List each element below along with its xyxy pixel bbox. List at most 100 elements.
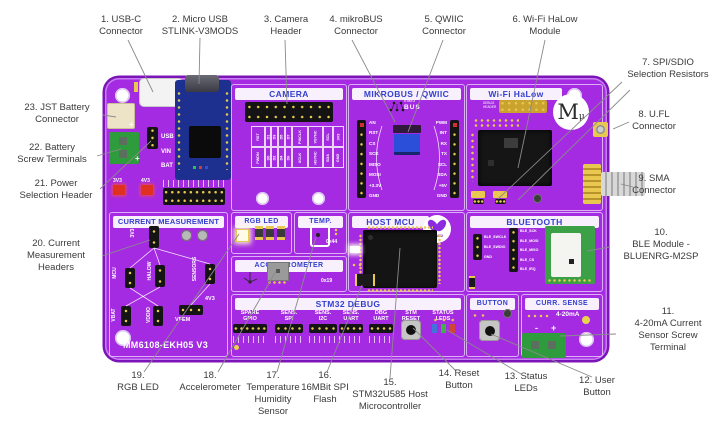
cam-cell: D0 <box>264 147 272 168</box>
mounting-hole <box>579 332 594 347</box>
solder-pads <box>267 280 287 285</box>
section-bluetooth: BLUETOOTH <box>466 212 603 292</box>
test-point <box>181 230 192 241</box>
section-label-currsense: CURR. SENSE <box>525 298 599 310</box>
cam-col: VSYNC HSYNC <box>307 126 324 168</box>
callout-ufl: 8. U.FL Connector <box>632 109 676 133</box>
pin-labels-texture <box>369 336 393 343</box>
ufl-connector <box>593 122 608 137</box>
debug-group-sens-i2c: SENS. I2C <box>314 310 332 323</box>
ble-pin: BLE_MOSI <box>520 238 539 243</box>
callout-reset-button: 14. Reset Button <box>438 368 480 392</box>
mikrobus-pin: GND <box>436 192 447 198</box>
cam-cell: D4 <box>278 147 286 168</box>
wifi-halow-module <box>478 130 552 186</box>
cam-pin: D1 <box>266 134 271 139</box>
callout-spi-sdio: 7. SPI/SDIO Selection Resistors <box>627 57 709 81</box>
ble-pin: BLE_CS <box>520 257 535 262</box>
terminal-screw <box>531 341 539 349</box>
module-part <box>488 160 494 166</box>
cam-pin: XCLK <box>298 152 303 163</box>
plus-mark: + <box>551 323 557 333</box>
mikrobus-pin: PWM <box>435 120 447 125</box>
pin1-dimple <box>368 235 373 240</box>
mcu-pins <box>367 225 433 230</box>
solder-pads <box>473 118 519 128</box>
spare-gpio-header <box>233 324 267 333</box>
reset-button <box>401 320 421 340</box>
cam-pin: HSYNC <box>313 150 318 165</box>
led-label-3v3: 3V3 <box>113 178 122 184</box>
halow-debug-header <box>499 100 547 113</box>
cam-cell: SDA <box>323 147 334 168</box>
chip-mark <box>276 269 280 273</box>
terminal-screw <box>119 137 127 145</box>
logo-letter-m: M <box>557 100 579 124</box>
ble-pin: BLE_SWDIO <box>484 245 506 249</box>
yellow-led <box>582 316 590 324</box>
pin-labels-texture <box>339 336 363 343</box>
sense-components <box>526 312 550 320</box>
current-sensor-screw-terminal <box>522 333 566 358</box>
module-pads <box>176 90 182 170</box>
mikrobus-pin: MOSI <box>369 172 381 178</box>
cam-pin: PIXCLK <box>298 129 303 144</box>
ble-spi-labels: BLE_SCK BLE_MOSI BLE_MISO BLE_CS BLE_IRQ <box>520 229 554 271</box>
pin1-marker <box>360 123 364 127</box>
section-camera: CAMERA <box>231 84 347 211</box>
current-header-vbat <box>121 306 131 326</box>
cam-pin: SCL <box>326 132 331 141</box>
mikrobus-right-labels: PWM INT RX TX SCL SDA +5V GND <box>417 120 447 198</box>
ble-module-shield <box>551 233 581 277</box>
cam-pin: 3V3 <box>336 133 341 140</box>
cam-pin: D0 <box>266 155 271 160</box>
label-4v3: 4V3 <box>205 296 215 302</box>
current-header-sensors <box>205 264 215 284</box>
ble-swd-header <box>473 234 482 260</box>
current-range-label: 4-20mA <box>556 311 580 318</box>
debug-group-sens-uart: SENS. UART <box>342 310 360 323</box>
module-shield <box>504 138 518 148</box>
ble-castellations <box>547 278 593 283</box>
ufl-socket <box>596 125 605 134</box>
callout-sma: 9. SMA Connector <box>632 173 676 197</box>
callout-stm32u585: 15. STM32U585 Host Microcontroller <box>352 377 428 413</box>
rgb-led <box>236 229 249 242</box>
status-led-green <box>441 324 446 333</box>
current-header-vddio <box>153 306 163 326</box>
spi-resistor-pads <box>495 199 506 204</box>
mikrobus-pin: RST <box>369 130 379 136</box>
ble-pin: BLE_SCK <box>520 229 537 233</box>
mikrobus-header-right <box>450 120 459 198</box>
led-pads <box>431 318 457 322</box>
cam-pin: VSYNC <box>313 129 318 144</box>
ble-pin: GND <box>484 255 492 259</box>
status-led-red <box>450 324 455 333</box>
spi-selection-resistors: SPI <box>493 191 507 205</box>
terminal-screw <box>119 150 127 158</box>
cam-cell: GND <box>333 147 344 168</box>
module-pads <box>224 90 230 170</box>
debug-group-sens-spi: SENS. SPI <box>280 310 298 323</box>
pin-labels-texture <box>275 336 303 343</box>
dbg-uart-header <box>369 324 393 333</box>
sens-uart-header <box>339 324 363 333</box>
solder-pad <box>134 82 138 92</box>
mikrobus-pin: +3.3V <box>369 182 382 188</box>
mcu-pins <box>367 288 433 293</box>
cam-cell: D7 <box>285 126 293 147</box>
user-button <box>479 320 500 341</box>
mounting-hole <box>312 192 325 205</box>
pin-labels-texture <box>233 336 267 343</box>
stlink-chip <box>189 126 221 158</box>
label-3v3: 3V3 <box>130 228 136 238</box>
callout-status-leds: 13. Status LEDs <box>504 371 548 395</box>
mikrobus-pin: SCK <box>369 151 379 157</box>
cam-cell: VSYNC <box>307 126 324 147</box>
callout-accelerometer: 18. Accelerometer <box>179 370 241 394</box>
current-header-halow <box>155 265 165 287</box>
minus-mark: - <box>535 323 538 333</box>
